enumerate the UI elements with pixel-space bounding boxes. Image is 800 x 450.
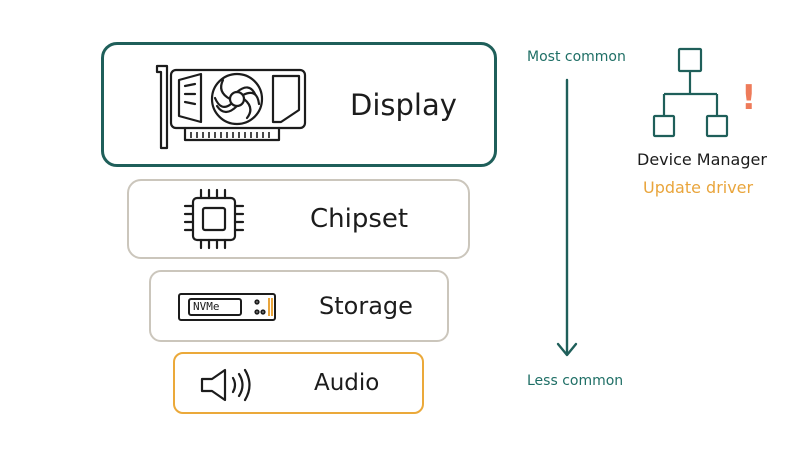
layer-label-chipset: Chipset [310,204,409,234]
layer-card-display: Display [101,42,497,167]
axis-label-bottom: Less common [527,373,624,389]
layer-card-chipset: Chipset [127,179,470,259]
update-driver-label: Update driver [643,178,754,197]
device-tree-icon [652,47,729,138]
chip-icon [183,188,245,250]
layer-card-audio: Audio [173,352,424,414]
alert-icon: ! [741,78,757,118]
nvme-ssd-icon: NVMe [177,292,277,322]
device-manager-title: Device Manager [637,150,767,169]
axis-label-top: Most common [527,49,626,65]
layer-label-audio: Audio [314,370,380,396]
layer-card-storage: NVMe Storage [149,270,449,342]
frequency-arrow [556,78,578,357]
layer-label-storage: Storage [319,292,413,320]
nvme-label: NVMe [193,300,220,313]
speaker-icon [200,368,251,402]
graphics-card-icon [155,64,307,150]
layer-label-display: Display [350,87,457,122]
